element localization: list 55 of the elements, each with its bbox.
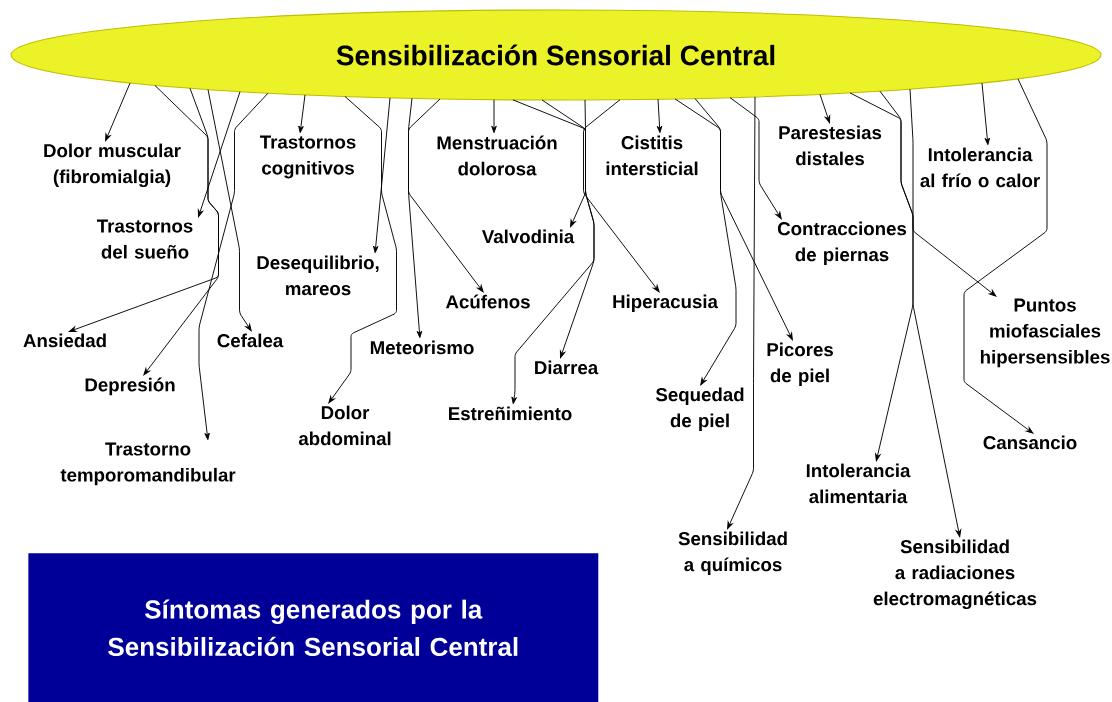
symptom-label: Picores de piel [767, 342, 833, 386]
arrow [727, 96, 756, 530]
arrow [207, 89, 252, 332]
caption-panel: Síntomas generados por la Sensibilización Sensorial Central [28, 553, 599, 702]
arrow [143, 87, 219, 376]
arrow [328, 96, 397, 404]
arrow [674, 98, 737, 386]
symptom-label: Hiperacusia [613, 294, 719, 312]
arrow [408, 97, 423, 339]
symptom-label: Estreñimiento [449, 406, 572, 421]
arrow [373, 97, 391, 254]
symptom-label: Diarrea [535, 360, 599, 375]
arrow [408, 98, 484, 293]
arrow [570, 99, 586, 228]
symptom-label: Cefalea [217, 333, 284, 348]
symptom-label: Intolerancia al frío o calor [920, 147, 1040, 188]
symptom-label: Sensibilidad a radiaciones electromagnéticas [873, 539, 1037, 610]
arrow [819, 93, 831, 124]
arrow [105, 82, 131, 142]
symptom-label: Parestesias distales [779, 125, 882, 166]
symptom-label: Dolor abdominal [298, 405, 391, 446]
symptom-label: Trastornos del sueño [97, 219, 193, 259]
arrow [583, 99, 660, 293]
arrow [197, 91, 241, 218]
arrow [68, 85, 219, 332]
arrow [849, 92, 914, 462]
arrow [298, 94, 306, 134]
symptom-label: Cistitis intersticial [606, 135, 698, 176]
symptom-label: Trastornos cognitivos [260, 135, 356, 179]
arrow [656, 98, 663, 134]
arrow [694, 98, 793, 341]
symptom-label: Contracciones de piernas [777, 221, 907, 265]
symptom-label: Dolor muscular (fibromialgia) [44, 143, 181, 188]
arrow [491, 99, 497, 134]
symptom-label: Cansancio [983, 435, 1077, 450]
symptom-label: Menstruación dolorosa [437, 135, 557, 176]
symptom-label: Ansiedad [23, 333, 106, 348]
symptom-label: Acúfenos [445, 294, 530, 309]
symptom-label: Desequilibrio, mareos [257, 255, 379, 296]
arrow [879, 90, 962, 538]
symptom-label: Puntos miofasciales hipersensibles [980, 298, 1110, 368]
symptom-label: Sequedad de piel [655, 387, 744, 431]
arrow [511, 99, 595, 405]
symptom-label: Valvodinia [481, 229, 575, 244]
arrow [729, 97, 782, 220]
symptom-label: Trastorno temporomandibular [60, 442, 236, 486]
arrow [981, 82, 991, 146]
symptom-label: Sensibilidad a químicos [678, 531, 787, 575]
symptom-label: Meteorismo [370, 340, 474, 355]
arrow [909, 88, 997, 297]
symptom-label: Intolerancia alimentaria [806, 463, 911, 504]
arrow [198, 92, 269, 441]
arrow [963, 78, 1048, 434]
arrow [541, 99, 595, 359]
symptom-label: Depresión [85, 377, 175, 396]
